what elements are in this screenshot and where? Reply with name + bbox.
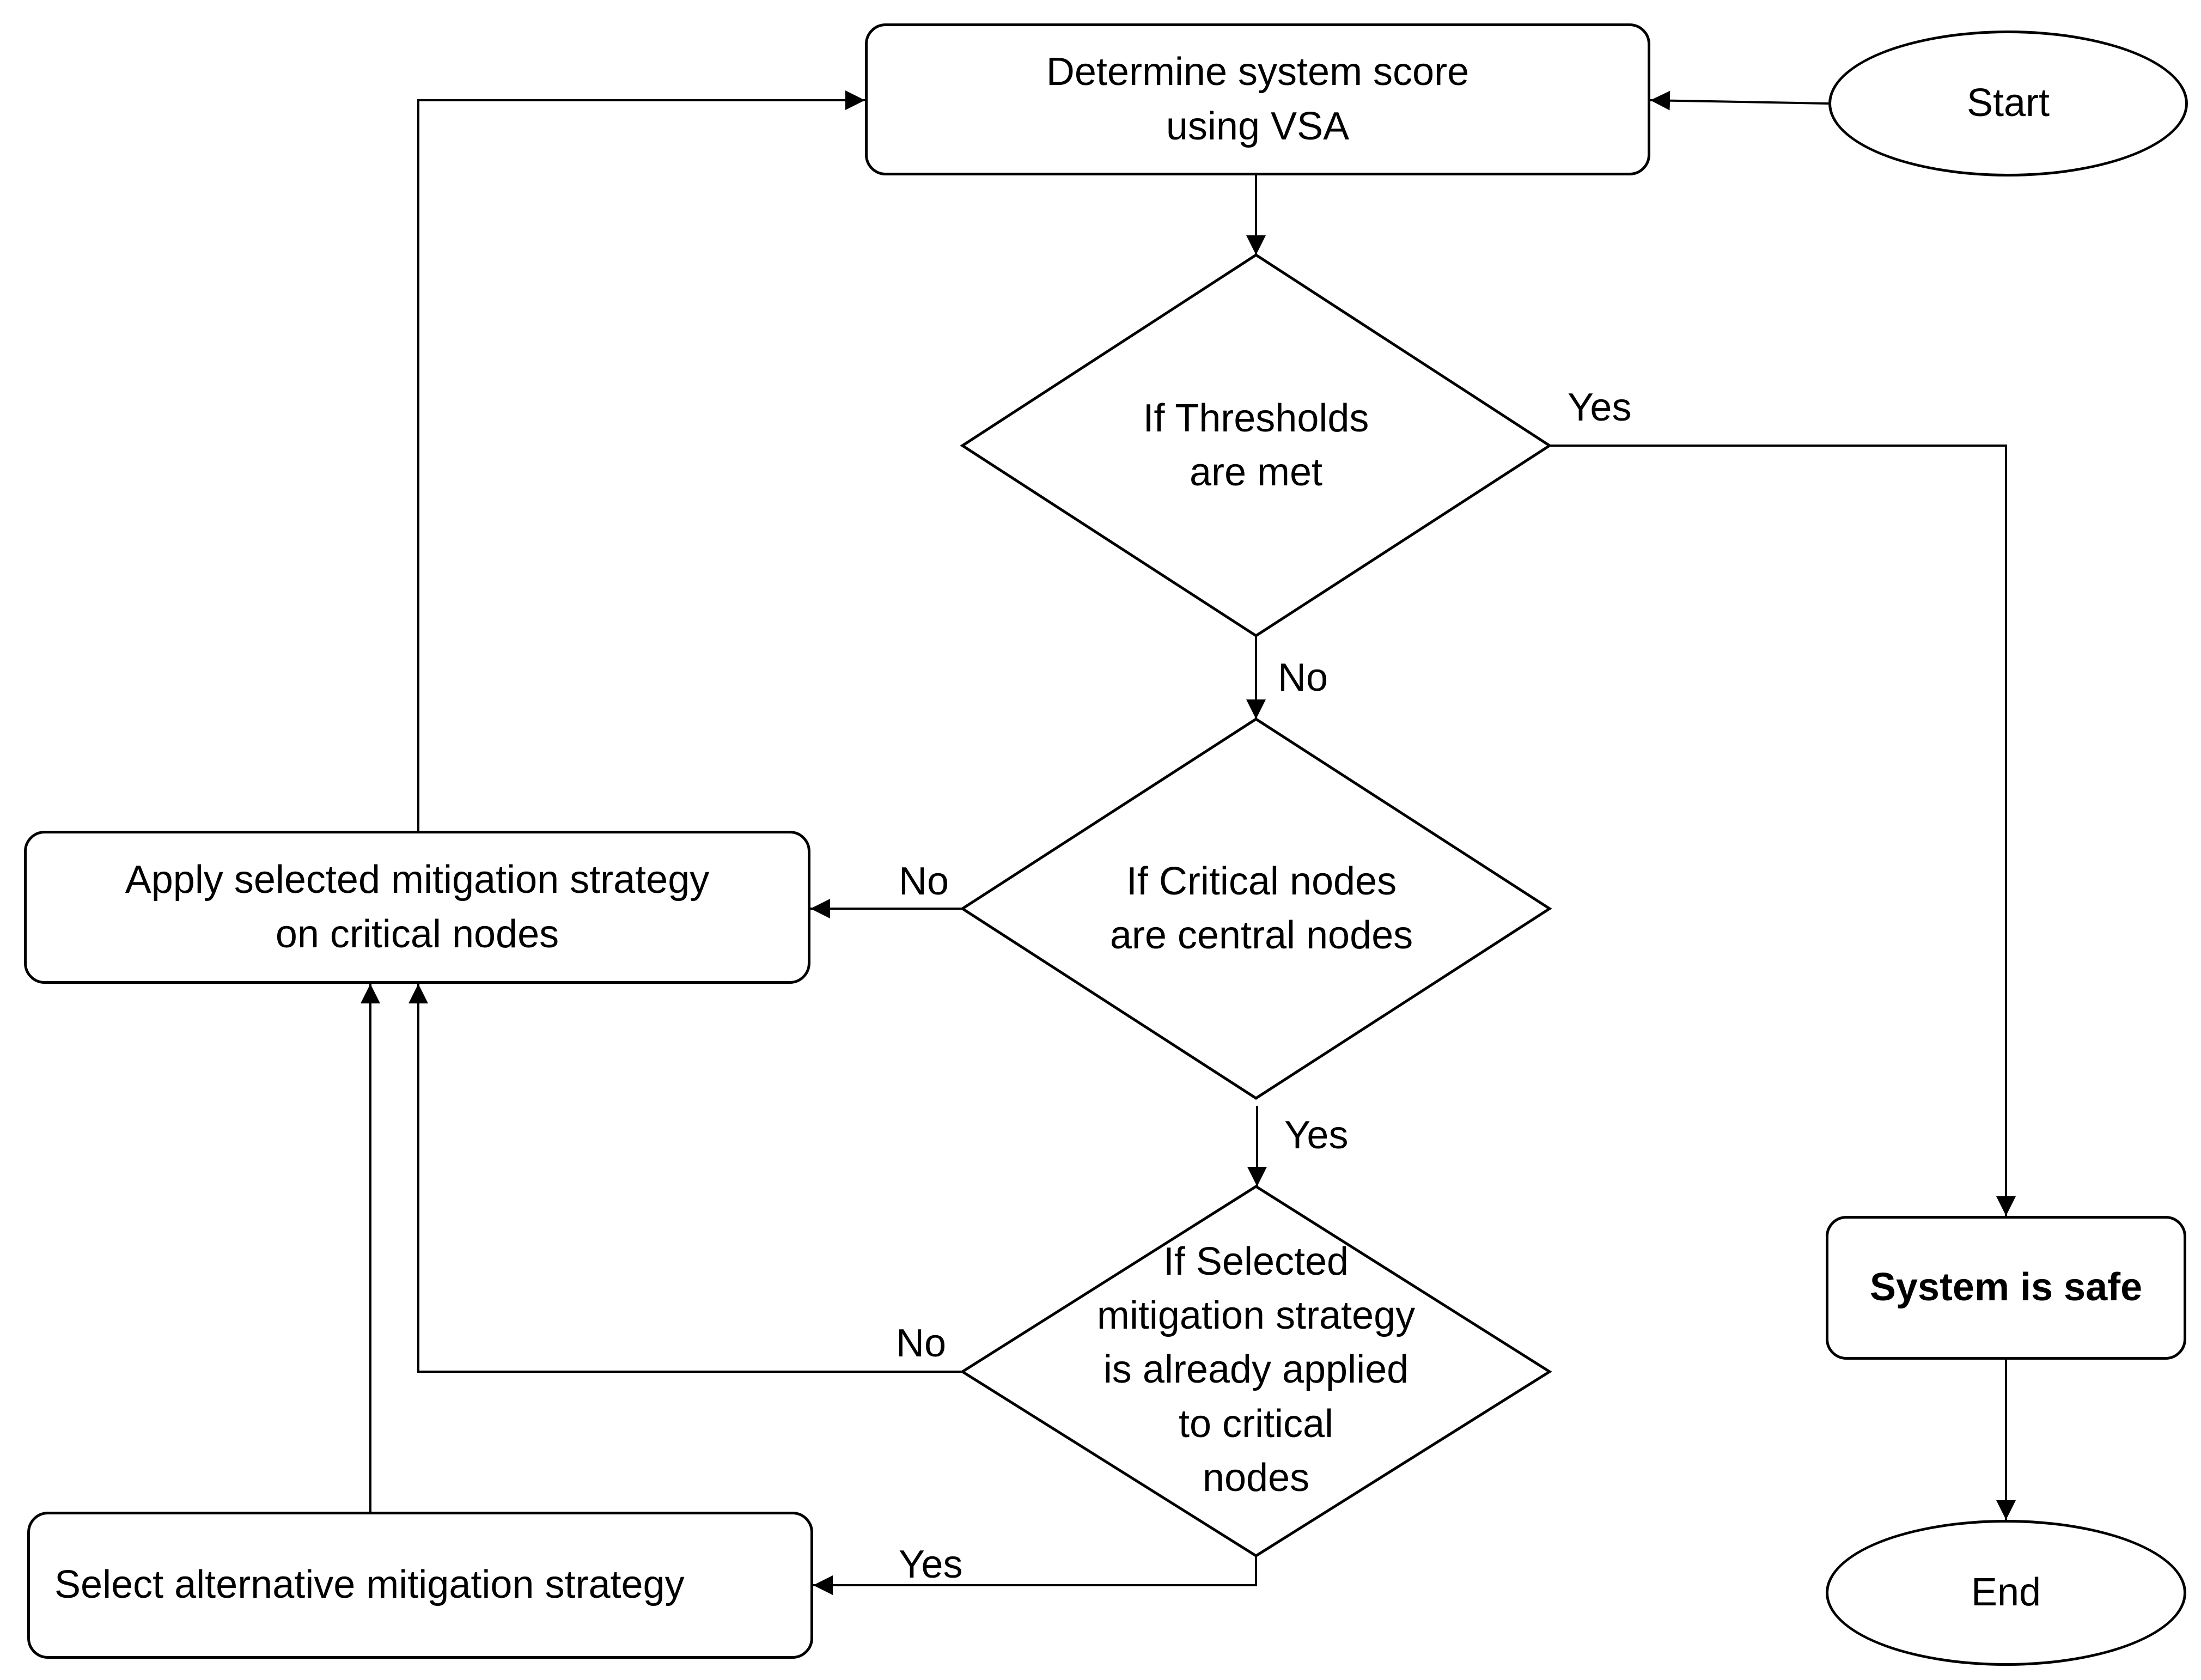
applied-no-label: No [896, 1322, 947, 1365]
applied-yes-label: Yes [899, 1543, 963, 1586]
apply-strategy-node: Apply selected mitigation strategy on cr… [24, 831, 810, 984]
start-node: Start [1828, 31, 2188, 176]
edge-thresholds-yes [1550, 445, 2016, 1216]
determine-score-node: Determine system score using VSA [865, 23, 1650, 175]
end-node: End [1826, 1520, 2186, 1666]
edge-apply-to-determine [417, 90, 865, 831]
edge-applied-no [409, 984, 962, 1373]
critical-nodes-label: If Critical nodes are central nodes [1109, 859, 1413, 957]
edge-applied-yes [813, 1556, 1257, 1595]
edge-start-to-determine [1650, 90, 1829, 111]
critical-yes-label: Yes [1284, 1113, 1349, 1157]
system-safe-node: System is safe [1826, 1216, 2186, 1360]
thresholds-label: If Thresholds are met [1143, 396, 1369, 494]
select-alternative-node: Select alternative mitigation strategy [27, 1512, 813, 1659]
thresholds-no-label: No [1278, 656, 1328, 699]
already-applied-label: If Selected mitigation strategy is alrea… [1096, 1239, 1416, 1500]
critical-no-label: No [899, 860, 949, 903]
thresholds-yes-label: Yes [1568, 386, 1632, 429]
critical-nodes-diamond [960, 717, 1552, 1100]
